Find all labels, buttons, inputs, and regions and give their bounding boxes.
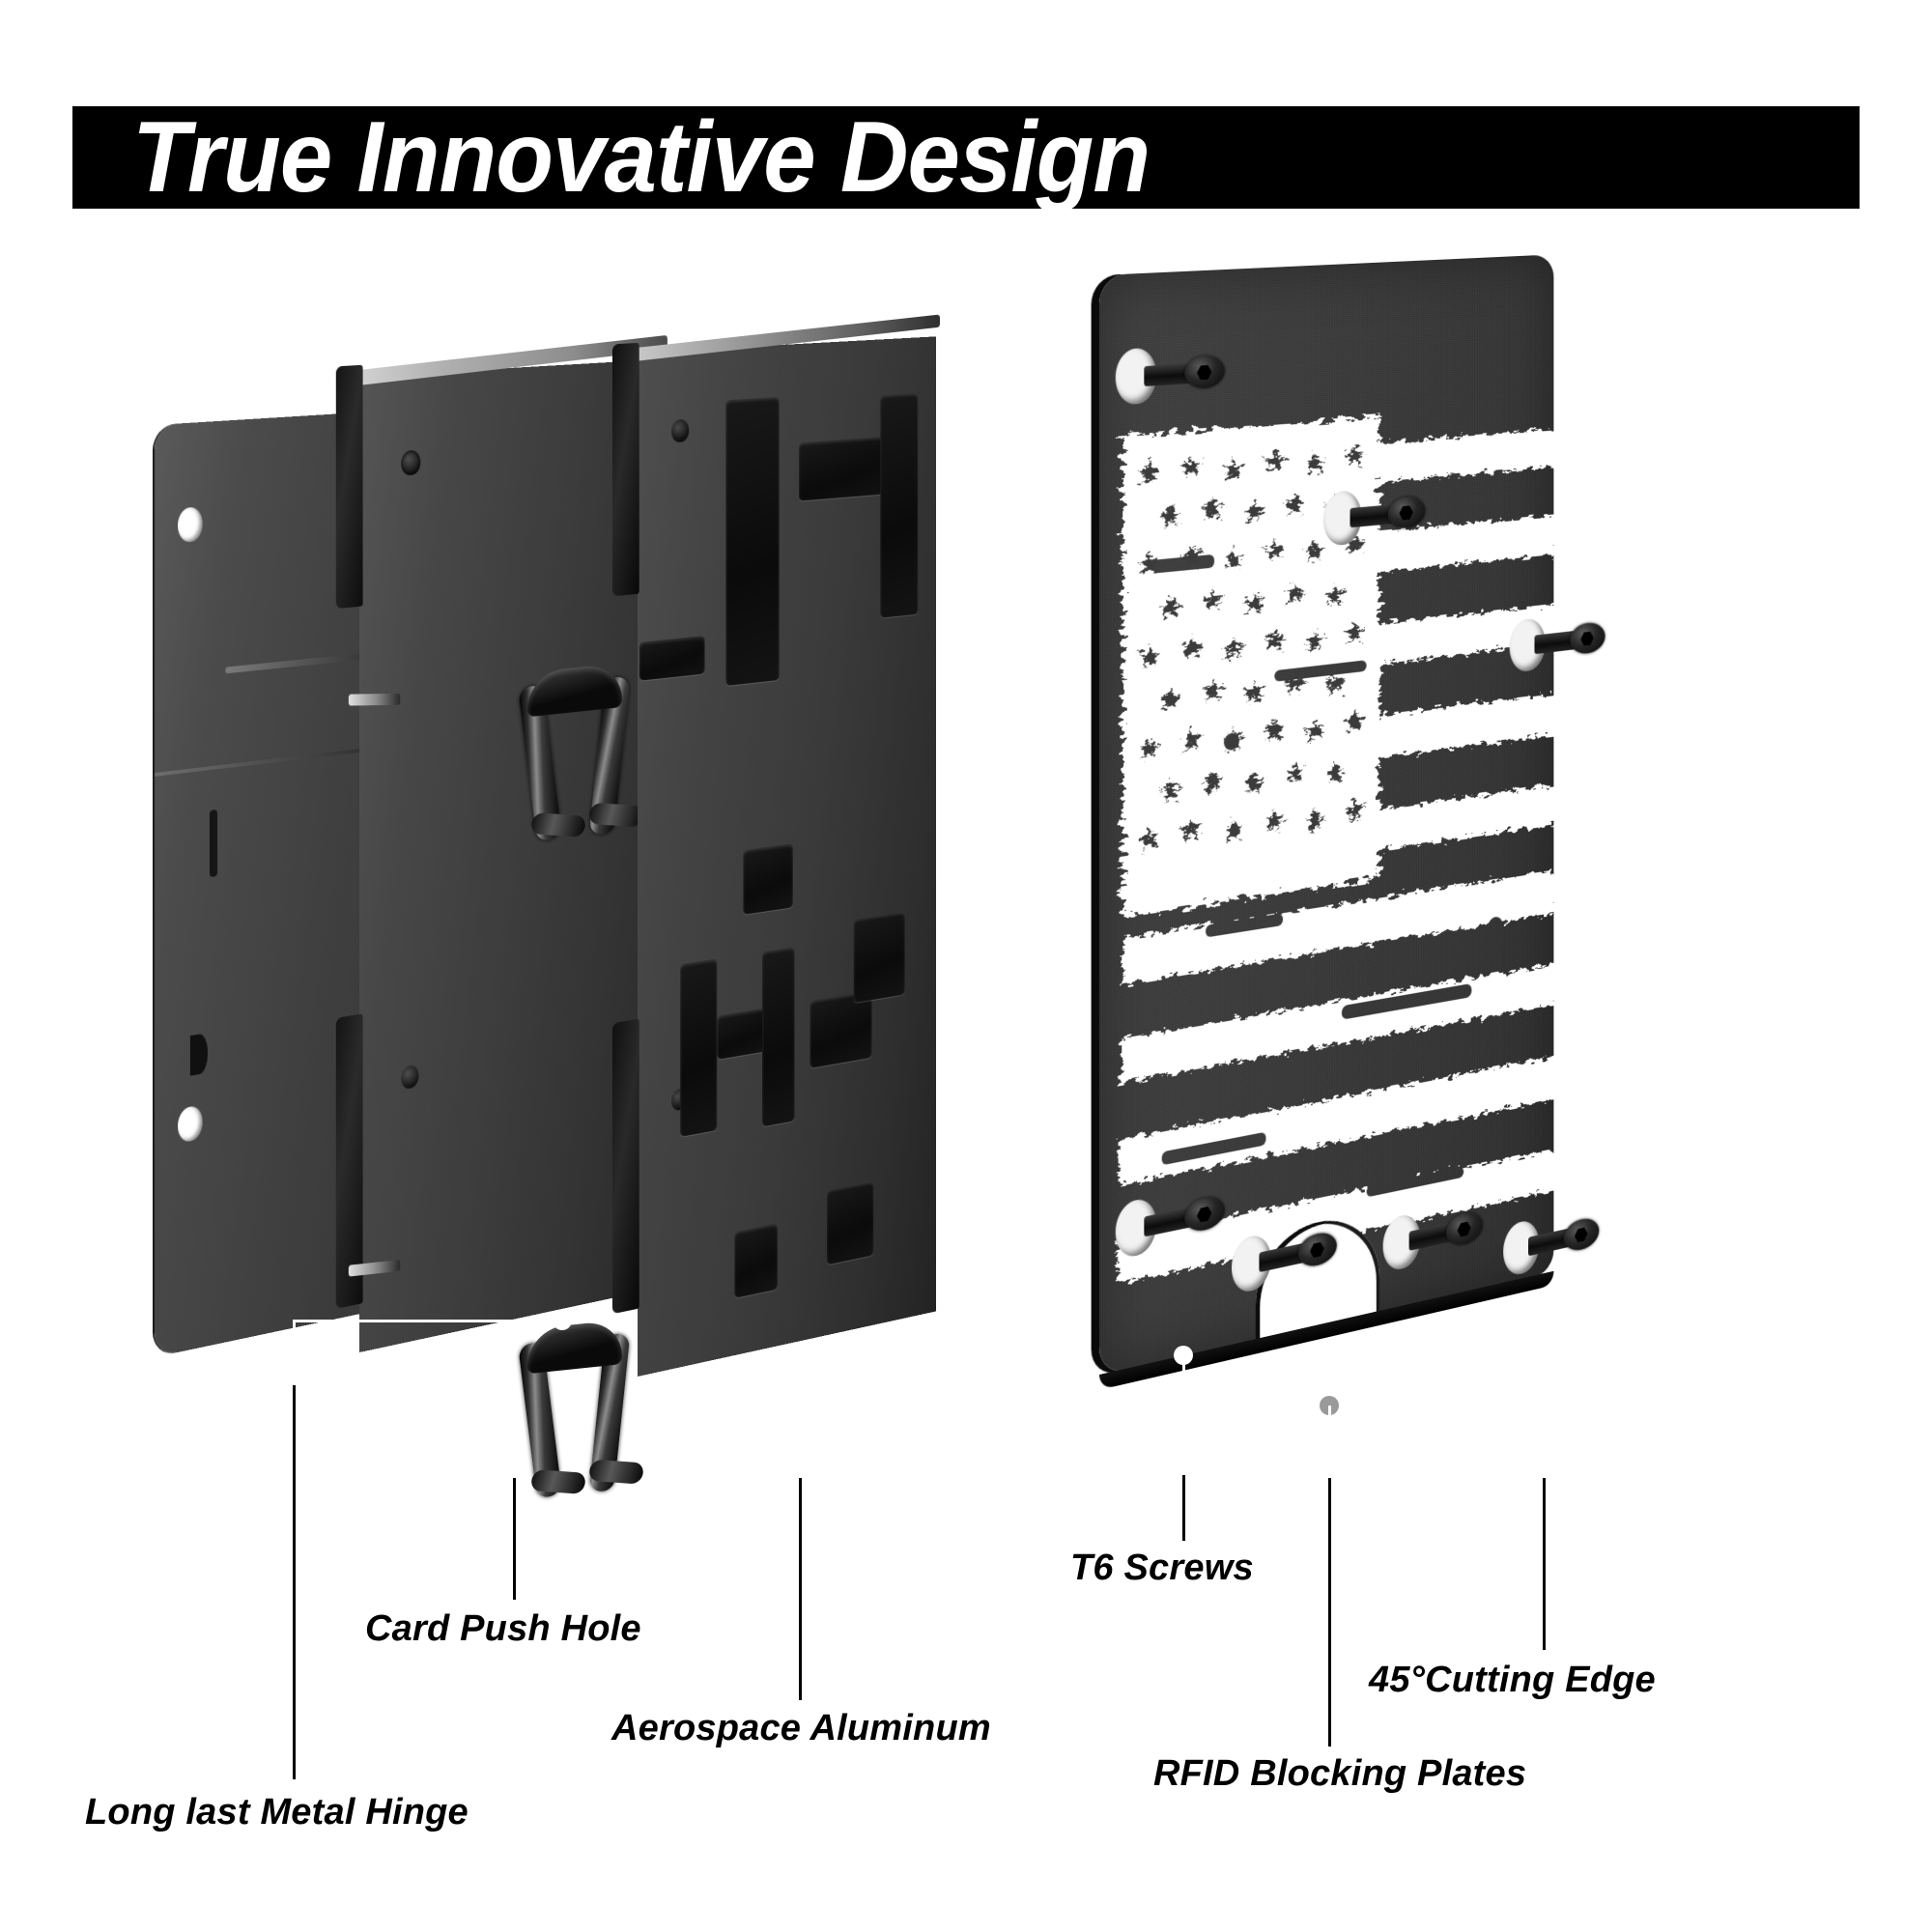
title-banner: True Innovative Design	[72, 106, 1860, 209]
page-title: True Innovative Design	[132, 101, 1151, 213]
callout-leader-t6-screws	[1182, 1355, 1185, 1475]
frame-cutout	[743, 843, 793, 915]
frame-cutout	[826, 1180, 874, 1265]
product-exploded-view	[0, 232, 1932, 1500]
frame-cutout	[810, 990, 872, 1068]
callout-leader-aerospace-aluminum	[799, 1478, 802, 1700]
frame-cutout	[762, 947, 795, 1127]
frame-cutout	[734, 1223, 779, 1298]
callout-leader-card-push-hole	[513, 1478, 516, 1600]
frame-cutout	[799, 436, 898, 501]
flag-plate-body	[1099, 254, 1554, 1377]
plate-aluminum-frame	[611, 314, 941, 1377]
frame-cutout	[880, 392, 919, 618]
plate-top-rail	[619, 314, 941, 363]
callout-leader-metal-hinge	[293, 1320, 555, 1322]
callout-label-metal-hinge: Long last Metal Hinge	[85, 1792, 469, 1833]
callout-leader-metal-hinge	[293, 1320, 296, 1385]
screw-hole-icon	[401, 449, 421, 476]
callout-label-aerospace-aluminum: Aerospace Aluminum	[611, 1708, 991, 1748]
metal-hinge-icon	[518, 660, 649, 843]
callout-label-card-push-hole: Card Push Hole	[365, 1608, 641, 1649]
frame-cutout	[680, 958, 718, 1137]
mounting-hole-icon	[178, 1104, 203, 1144]
plate-crease	[155, 745, 387, 777]
callout-leader-t6-screws	[1182, 1475, 1185, 1541]
plate-ledge	[348, 693, 401, 706]
screw-hole-icon	[671, 418, 690, 443]
callout-label-rfid-blocking-plates: RFID Blocking Plates	[1153, 1753, 1527, 1794]
plate-rfid-flag	[1099, 254, 1605, 1390]
callout-leader-aerospace-aluminum	[799, 1386, 802, 1478]
frame-cutout	[853, 911, 905, 1004]
callout-leader-cutting-edge	[1543, 1478, 1546, 1650]
callout-label-t6-screws: T6 Screws	[1070, 1548, 1254, 1588]
callout-leader-cutting-edge	[1543, 1354, 1546, 1478]
callout-leader-metal-hinge	[293, 1385, 296, 1779]
callout-leader-rfid-blocking-plates	[1328, 1406, 1331, 1478]
mounting-hole-icon	[178, 506, 203, 544]
frame-cutout	[725, 396, 780, 687]
card-push-notch	[189, 1033, 209, 1076]
screw-hole-icon	[401, 1064, 419, 1091]
plate-side-tab	[611, 1018, 639, 1315]
callout-label-cutting-edge: 45°Cutting Edge	[1369, 1660, 1656, 1700]
callout-dot-metal-hinge	[553, 1311, 572, 1330]
plate-side-tab	[335, 364, 363, 610]
frame-cutout	[639, 635, 705, 681]
card-slot	[209, 809, 218, 878]
callout-leader-rfid-blocking-plates	[1328, 1478, 1331, 1747]
usa-flag-icon	[1117, 416, 1554, 1285]
callout-leader-card-push-hole	[513, 1427, 516, 1478]
metal-hinge-icon	[518, 1317, 649, 1500]
plate-side-tab	[611, 342, 639, 597]
